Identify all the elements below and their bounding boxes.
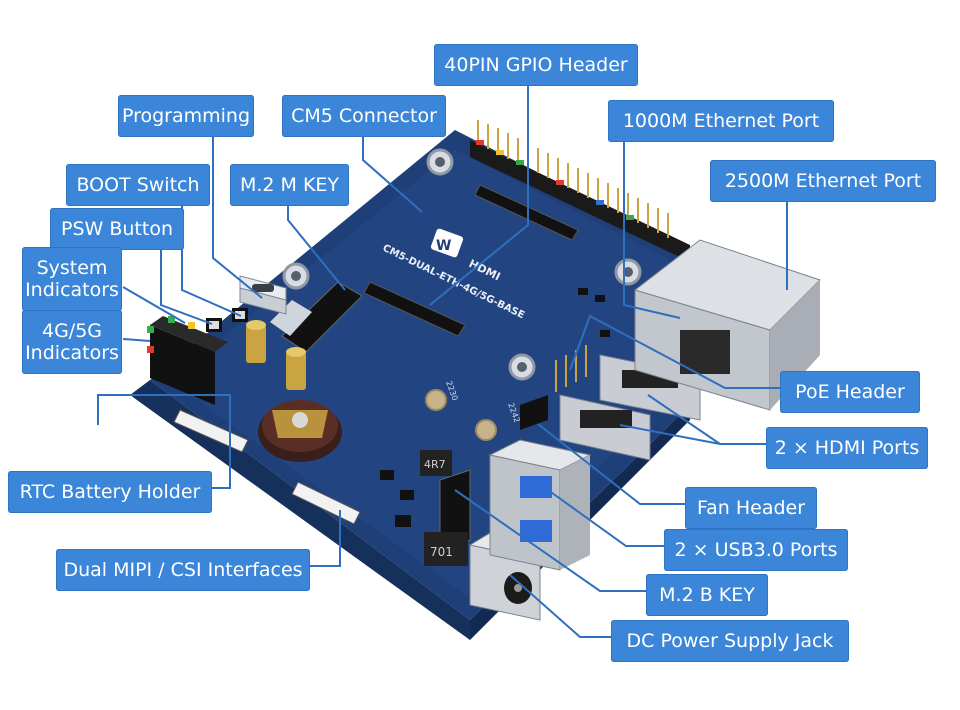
callout-m2-b-key: M.2 B KEY (646, 574, 768, 616)
rtc-battery-holder (258, 400, 342, 462)
mounting-holes (282, 148, 642, 441)
callout-hdmi-ports-text: 2 × HDMI Ports (774, 436, 920, 459)
svg-text:W: W (436, 238, 451, 254)
psw-button (206, 318, 222, 332)
pcb-edge (130, 380, 470, 640)
fan-header (520, 395, 548, 430)
callout-rtc-battery-holder-text: RTC Battery Holder (19, 480, 201, 503)
callout-dc-power-jack: DC Power Supply Jack (611, 620, 849, 662)
inductor-4r7: 4R7 (420, 450, 452, 476)
gpio-header (470, 120, 690, 262)
callout-rtc-battery-holder: RTC Battery Holder (8, 471, 212, 513)
usb3-ports (488, 439, 592, 571)
ethernet-ports (633, 239, 821, 411)
mipi-connector-b (291, 481, 361, 525)
callout-usb3-ports-text: 2 × USB3.0 Ports (674, 538, 838, 561)
callout-1000m-ethernet-text: 1000M Ethernet Port (622, 109, 820, 132)
callout-m2-b-key-text: M.2 B KEY (659, 583, 755, 606)
callout-gpio-header: 40PIN GPIO Header (434, 44, 638, 86)
indicator-light-pipes (147, 316, 228, 405)
callout-poe-header: PoE Header (780, 371, 920, 413)
callout-4g5g-indicators: 4G/5G Indicators (22, 310, 122, 374)
callout-1000m-ethernet: 1000M Ethernet Port (608, 100, 834, 142)
callout-programming-text: Programming (121, 104, 251, 127)
cm5-connector-top (474, 184, 579, 241)
callout-boot-switch-text: BOOT Switch (76, 173, 200, 196)
programming-usbc-port (239, 275, 287, 315)
callout-gpio-header-text: 40PIN GPIO Header (444, 53, 628, 76)
waveshare-logo-icon: W (430, 228, 464, 258)
callout-mipi-csi: Dual MIPI / CSI Interfaces (56, 549, 310, 591)
svg-text:701: 701 (430, 545, 453, 559)
callout-cm5-connector: CM5 Connector (282, 95, 446, 137)
callout-m2-m-key: M.2 M KEY (230, 164, 349, 206)
callout-cm5-connector-text: CM5 Connector (291, 104, 437, 127)
callout-fan-header-text: Fan Header (696, 496, 806, 519)
inductor-701: 701 (424, 532, 468, 566)
standoffs (246, 320, 306, 390)
callout-2500m-ethernet-text: 2500M Ethernet Port (724, 169, 922, 192)
callout-system-indicators: System Indicators (22, 247, 122, 311)
callout-m2-m-key-text: M.2 M KEY (239, 173, 340, 196)
callout-poe-header-text: PoE Header (795, 380, 905, 403)
callout-fan-header: Fan Header (685, 487, 817, 529)
svg-text:4R7: 4R7 (424, 458, 446, 471)
callout-4g5g-indicators-text: 4G/5G Indicators (25, 319, 119, 364)
m2-b-key-slot (439, 469, 471, 553)
callout-psw-button: PSW Button (50, 208, 184, 250)
callout-mipi-csi-text: Dual MIPI / CSI Interfaces (63, 558, 303, 581)
callout-system-indicators-text: System Indicators (25, 256, 119, 301)
leader-lines (97, 78, 788, 638)
cm5-connector-bottom (363, 281, 466, 337)
callout-programming: Programming (118, 95, 254, 137)
smd-components (380, 288, 610, 527)
callout-2500m-ethernet: 2500M Ethernet Port (710, 160, 936, 202)
callout-dc-power-jack-text: DC Power Supply Jack (626, 629, 834, 652)
callout-boot-switch: BOOT Switch (66, 164, 210, 206)
callout-psw-button-text: PSW Button (61, 217, 173, 240)
callout-hdmi-ports: 2 × HDMI Ports (766, 427, 928, 469)
callout-usb3-ports: 2 × USB3.0 Ports (664, 529, 848, 571)
